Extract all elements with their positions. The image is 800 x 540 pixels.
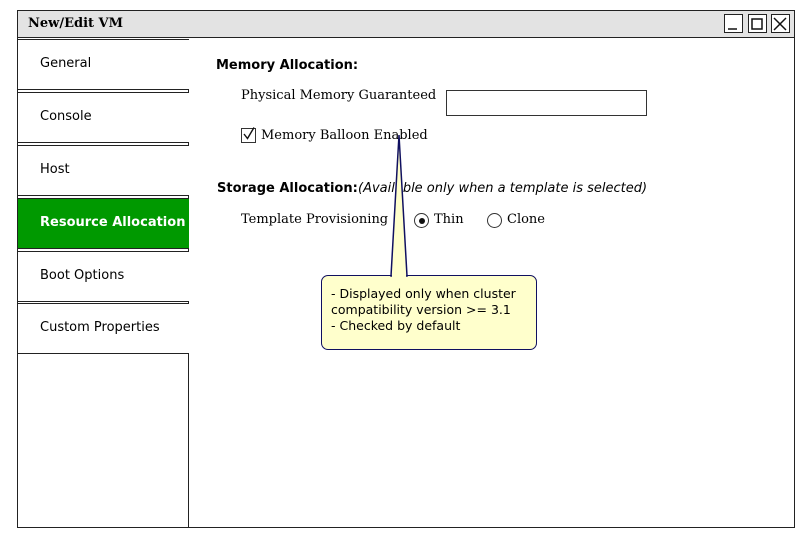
sidebar-item-resource-allocation[interactable]: Resource Allocation [18, 198, 189, 249]
close-icon [773, 16, 787, 31]
sidebar-item-host[interactable]: Host [18, 145, 189, 196]
sidebar-item-general[interactable]: General [18, 39, 189, 90]
maximize-button[interactable] [748, 14, 767, 33]
thin-radio[interactable] [414, 213, 429, 228]
window-title: New/Edit VM [28, 16, 124, 31]
clone-radio[interactable] [487, 213, 502, 228]
title-bar: New/Edit VM [18, 11, 794, 38]
vm-dialog-window: New/Edit VM General Console Host Resourc… [17, 10, 795, 528]
close-button[interactable] [771, 14, 790, 33]
minimize-icon [728, 27, 737, 30]
storage-allocation-note: (Available only when a template is selec… [358, 181, 648, 196]
sidebar-item-label: Boot Options [40, 268, 125, 283]
storage-allocation-heading: Storage Allocation: [217, 181, 358, 196]
sidebar-item-label: General [40, 56, 92, 71]
maximize-icon [751, 17, 763, 30]
sidebar-item-boot-options[interactable]: Boot Options [18, 251, 189, 302]
sidebar-item-console[interactable]: Console [18, 92, 189, 143]
annotation-text: - Displayed only when cluster compatibil… [331, 286, 516, 333]
checkmark-icon [243, 127, 255, 140]
physical-memory-guaranteed-input[interactable] [446, 90, 647, 116]
annotation-pointer [390, 134, 408, 278]
sidebar-item-label: Custom Properties [40, 320, 160, 335]
physical-memory-guaranteed-label: Physical Memory Guaranteed [241, 88, 437, 103]
sidebar-item-label: Console [40, 109, 92, 124]
sidebar: General Console Host Resource Allocation… [18, 39, 189, 527]
sidebar-item-label: Resource Allocation [40, 215, 186, 230]
memory-balloon-checkbox[interactable] [241, 127, 256, 143]
annotation-note: - Displayed only when cluster compatibil… [321, 275, 537, 350]
memory-allocation-heading: Memory Allocation: [216, 58, 359, 73]
template-provisioning-label: Template Provisioning [241, 212, 389, 227]
thin-radio-label: Thin [434, 212, 464, 227]
minimize-button[interactable] [724, 14, 743, 33]
memory-balloon-label: Memory Balloon Enabled [261, 128, 428, 143]
clone-radio-label: Clone [507, 212, 545, 227]
sidebar-item-label: Host [40, 162, 70, 177]
sidebar-item-custom-properties[interactable]: Custom Properties [18, 303, 189, 354]
